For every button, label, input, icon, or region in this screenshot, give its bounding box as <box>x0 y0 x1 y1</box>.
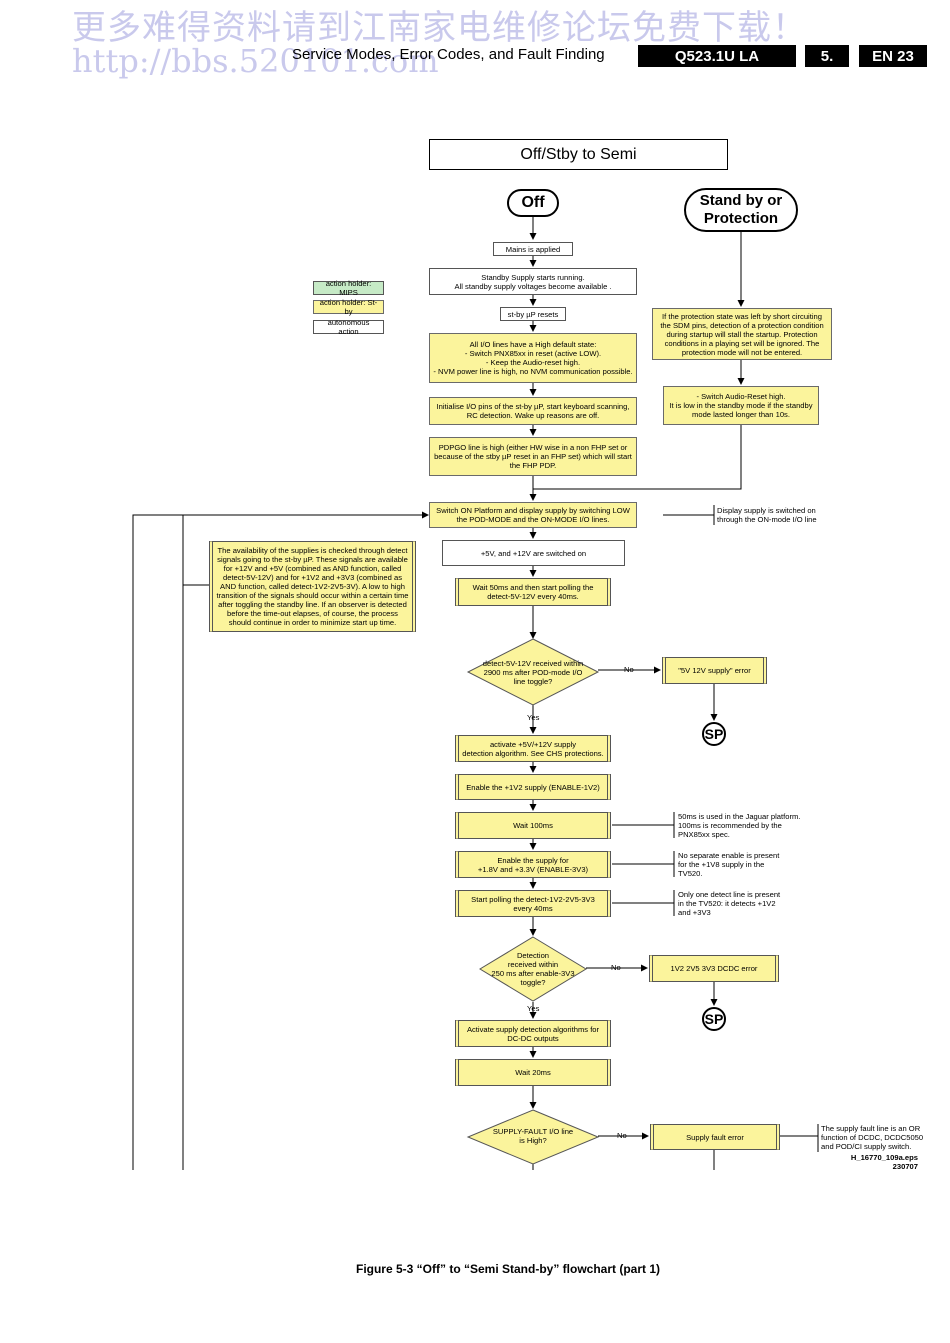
error-5v-12v-box: "5V 12V supply" error <box>662 657 767 684</box>
legend-stby: action holder: St-by <box>313 298 384 316</box>
decision-1-no-label: No <box>624 665 634 674</box>
decision-1-text: detect-5V-12V received within 2900 ms af… <box>482 658 584 686</box>
display-supply-note: Display supply is switched on through th… <box>717 506 817 524</box>
decision-diamond-2 <box>479 936 587 1002</box>
decision-diamond-1 <box>466 638 600 706</box>
standby-supply-box: Standby Supply starts running. All stand… <box>429 268 637 295</box>
enable-1v8-3v3-box: Enable the supply for +1.8V and +3.3V (E… <box>455 851 611 878</box>
start-polling-box: Start polling the detect-1V2-2V5-3V3 eve… <box>455 890 611 917</box>
wait-20ms-box: Wait 20ms <box>455 1059 611 1086</box>
io-lines-box: All I/O lines have a High default state:… <box>429 333 637 383</box>
figure-caption: Figure 5-3 “Off” to “Semi Stand-by” flow… <box>355 1262 661 1276</box>
legend-autonomous: autonomous action <box>313 318 384 336</box>
wait-50ms-box: Wait 50ms and then start polling the det… <box>455 578 611 606</box>
audio-reset-box: - Switch Audio-Reset high. It is low in … <box>663 386 819 425</box>
sp-terminal-2: SP <box>702 1007 726 1031</box>
enable-1v2-box: Enable the +1V2 supply (ENABLE-1V2) <box>455 774 611 800</box>
decision-2-yes-label: Yes <box>527 1004 540 1013</box>
availability-note-box: The availability of the supplies is chec… <box>209 541 416 632</box>
model-badge: Q523.1U LA <box>638 45 796 67</box>
stby-resets-box: st-by µP resets <box>500 307 566 321</box>
wait-100ms-box: Wait 100ms <box>455 812 611 839</box>
supply-fault-note: The supply fault line is an OR function … <box>821 1124 924 1151</box>
watermark-chinese: 更多难得资料请到江南家电维修论坛免费下载！ <box>72 8 807 48</box>
section-title: Service Modes, Error Codes, and Fault Fi… <box>292 46 605 63</box>
decision-diamond-3 <box>466 1109 600 1165</box>
chapter-badge: 5. <box>805 45 849 67</box>
supplies-switched-box: +5V, and +12V are switched on <box>442 540 625 566</box>
off-terminal: Off <box>507 189 559 217</box>
no-enable-note: No separate enable is present for the +1… <box>678 851 780 878</box>
sp-terminal-1: SP <box>702 722 726 746</box>
standby-protection-terminal: Stand by or Protection <box>684 188 798 232</box>
decision-3-text: SUPPLY-FAULT I/O line is High? <box>492 1127 574 1145</box>
decision-1-yes-label: Yes <box>527 713 540 722</box>
activate-dcdc-box: Activate supply detection algorithms for… <box>455 1020 611 1047</box>
init-io-box: Initialise I/O pins of the st-by µP, sta… <box>429 397 637 425</box>
supply-fault-error-box: Supply fault error <box>650 1124 780 1150</box>
pdpgo-box: PDPGO line is high (either HW wise in a … <box>429 437 637 476</box>
protection-note-box: If the protection state was left by shor… <box>652 308 832 360</box>
one-detect-note: Only one detect line is present in the T… <box>678 890 781 917</box>
jaguar-note: 50ms is used in the Jaguar platform. 100… <box>678 812 801 839</box>
page-badge: EN 23 <box>859 45 927 67</box>
diagram-title: Off/Stby to Semi <box>429 139 728 170</box>
switch-on-platform-box: Switch ON Platform and display supply by… <box>429 502 637 528</box>
error-dcdc-box: 1V2 2V5 3V3 DCDC error <box>649 955 779 982</box>
mains-applied-box: Mains is applied <box>493 242 573 256</box>
watermark-url: http://bbs.520101.com <box>72 42 439 80</box>
decision-2-text: Detection received within 250 ms after e… <box>491 951 575 987</box>
decision-2-no-label: No <box>611 963 621 972</box>
decision-3-no-label: No <box>617 1131 627 1140</box>
file-id: H_16770_109a.eps 230707 <box>850 1153 918 1171</box>
legend-mips: action holder: MIPS <box>313 279 384 297</box>
activate-5v-12v-box: activate +5V/+12V supply detection algor… <box>455 735 611 762</box>
